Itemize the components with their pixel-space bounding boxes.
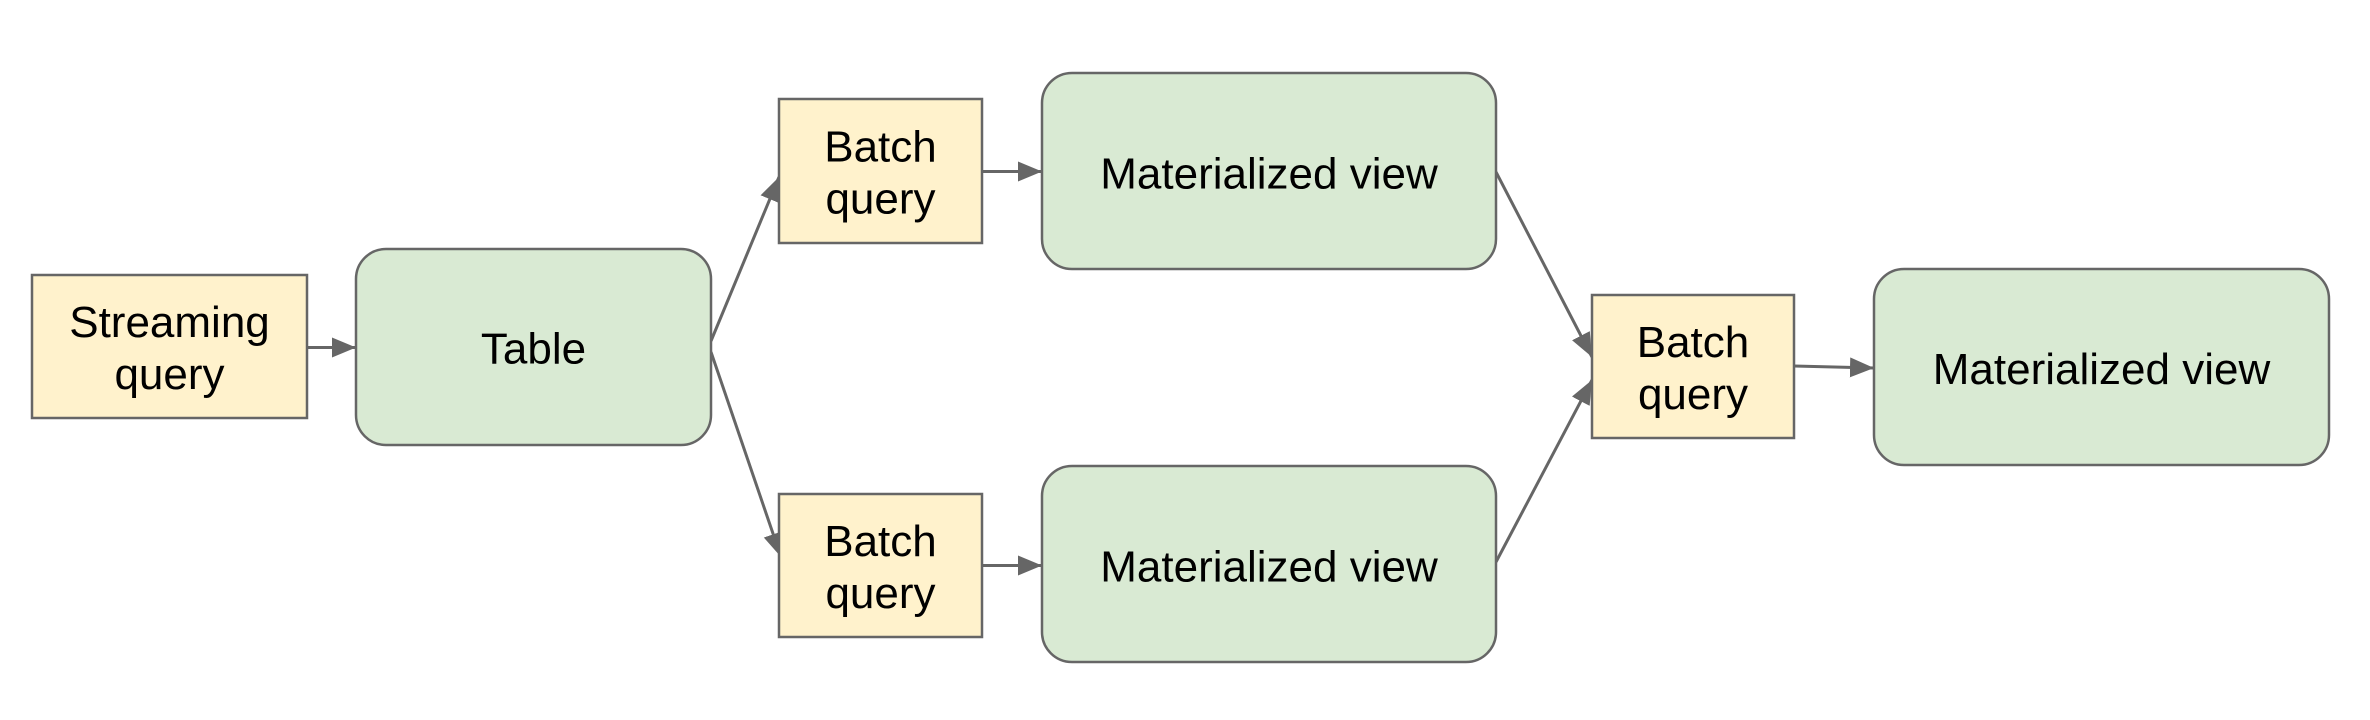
svg-text:query: query (1638, 370, 1748, 419)
svg-text:Batch: Batch (824, 123, 937, 172)
svg-text:query: query (114, 350, 224, 399)
svg-text:query: query (825, 569, 935, 618)
svg-text:Batch: Batch (824, 517, 937, 566)
svg-text:Materialized view: Materialized view (1100, 543, 1438, 592)
svg-text:Materialized view: Materialized view (1933, 345, 2271, 394)
svg-text:Batch: Batch (1637, 318, 1750, 367)
svg-text:query: query (825, 175, 935, 224)
svg-text:Table: Table (481, 325, 586, 374)
svg-text:Streaming: Streaming (69, 298, 270, 347)
svg-text:Materialized view: Materialized view (1100, 150, 1438, 199)
